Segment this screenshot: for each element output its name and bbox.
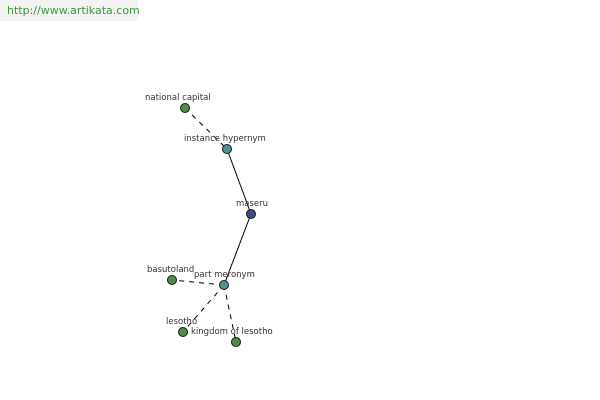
node-national-capital[interactable] [180,103,190,113]
label-national-capital: national capital [145,93,211,103]
node-lesotho[interactable] [178,327,188,337]
label-lesotho: lesotho [166,317,197,327]
node-basutoland[interactable] [167,275,177,285]
node-maseru[interactable] [246,209,256,219]
edge-part-meronym-to-basutoland [171,279,225,286]
label-part-meronym: part meronym [194,270,255,280]
edge-instance-hypernym-to-maseru [226,148,252,215]
watermark-text: http://www.artikata.com [7,4,140,17]
label-maseru: maseru [236,199,268,209]
graph-nodes [167,103,256,347]
node-kingdom-of-lesotho[interactable] [231,337,241,347]
graph-labels: national capital instance hypernym maseru p… [145,93,273,337]
edge-maseru-to-part-meronym [223,213,252,286]
label-kingdom-of-lesotho: kingdom of lesotho [191,327,273,337]
node-part-meronym[interactable] [219,280,229,290]
node-instance-hypernym[interactable] [222,144,232,154]
graph-edges [171,107,252,343]
watermark: http://www.artikata.com [0,0,140,21]
edge-part-meronym-to-lesotho [182,284,225,333]
label-basutoland: basutoland [147,265,194,275]
label-instance-hypernym: instance hypernym [184,134,266,144]
